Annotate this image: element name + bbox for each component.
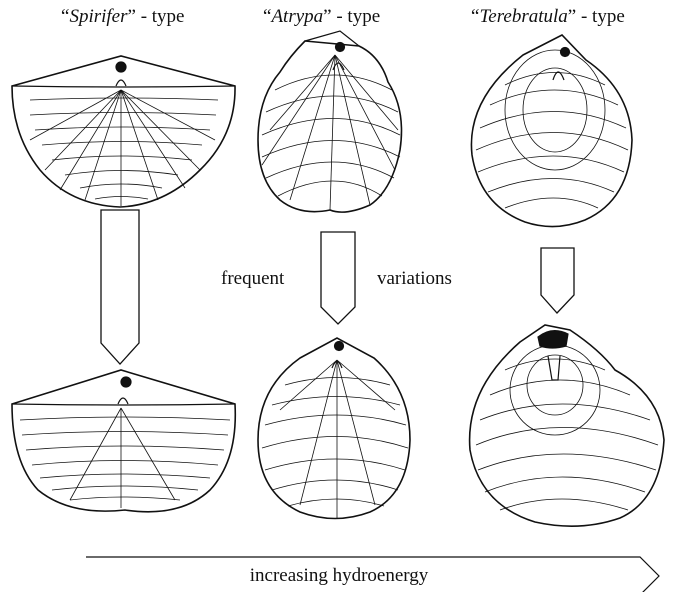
terebratula-type-label: “Terebratula” - type [471,6,625,28]
terebratula-shell-bottom [470,325,664,526]
atrypa-down-arrow [321,232,355,324]
hydroenergy-label: increasing hydroenergy [0,565,678,587]
frequent-label: frequent [221,268,284,290]
terebratula-shell-top [471,35,632,227]
atrypa-type-label: “Atrypa” - type [263,6,380,28]
atrypa-shell-top [258,31,402,212]
terebratula-down-arrow [541,248,574,313]
spirifer-shell-bottom [12,370,235,512]
spirifer-down-arrow [101,210,139,364]
variations-label: variations [377,268,452,290]
atrypa-shell-bottom [258,338,410,519]
spirifer-shell-top [12,56,235,207]
spirifer-type-label: “Spirifer” - type [61,6,184,28]
